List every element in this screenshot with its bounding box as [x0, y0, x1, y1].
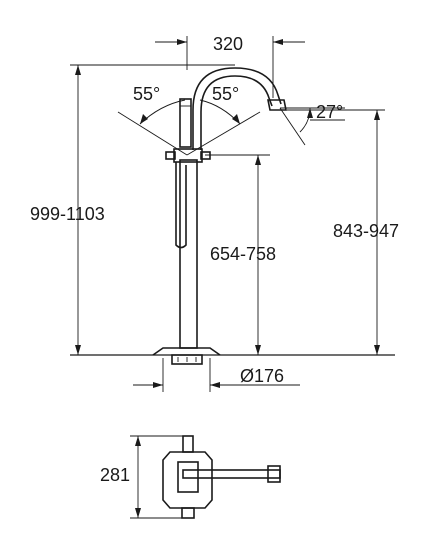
- base-plate: [152, 347, 221, 356]
- label-spout-height: 843-947: [333, 221, 399, 241]
- mixer-body: [173, 148, 203, 163]
- plan-base: [162, 451, 213, 509]
- aerator: [267, 99, 287, 111]
- pillar: [179, 159, 198, 349]
- label-spout-angle: 27°: [316, 102, 343, 122]
- dimension-lines: [70, 36, 385, 392]
- label-angle-right: 55°: [212, 84, 239, 104]
- handle-left: [165, 151, 176, 160]
- label-total-height: 999-1103: [30, 204, 105, 224]
- spout: [192, 67, 282, 150]
- label-base-diameter: Ø176: [240, 366, 284, 386]
- plan-mixer: [177, 461, 199, 493]
- front-elevation: [70, 67, 395, 365]
- hose: [175, 162, 187, 249]
- plan-view: [130, 435, 281, 519]
- label-handle-height: 654-758: [210, 244, 276, 264]
- label-plan-depth: 281: [100, 465, 130, 485]
- floor-mount: [171, 354, 203, 365]
- hand-shower: [179, 98, 192, 148]
- handle-right: [200, 151, 211, 160]
- label-spout-reach: 320: [213, 34, 243, 54]
- label-angle-left: 55°: [133, 84, 160, 104]
